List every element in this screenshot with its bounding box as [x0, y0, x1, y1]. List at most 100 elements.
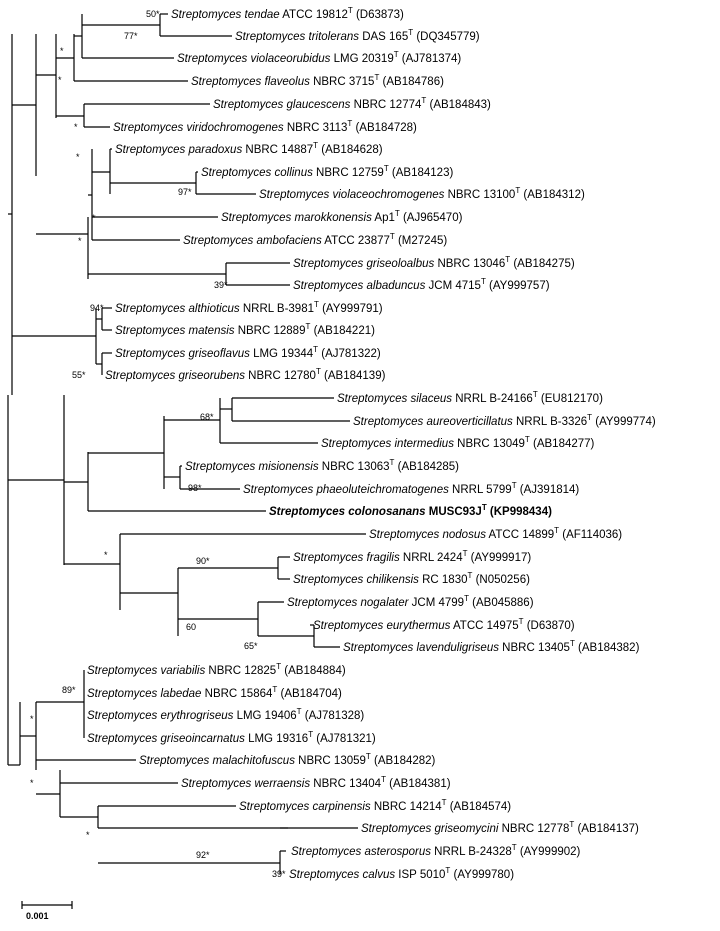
leaf-label: Streptomyces nogalater JCM 4799T (AB0458… — [287, 594, 534, 609]
bootstrap-label: 39* — [272, 869, 286, 879]
leaf-accession: (N050256) — [472, 574, 530, 586]
leaf-type-superscript: T — [390, 458, 395, 467]
leaf-strain: NBRC 12778 — [498, 823, 569, 835]
leaf-species: Streptomyces nodosus — [369, 529, 486, 541]
leaf-type-superscript: T — [512, 843, 517, 852]
leaf-species: Streptomyces labedae — [87, 688, 201, 700]
leaf-type-superscript: T — [276, 662, 281, 671]
leaf-species: Streptomyces tendae — [171, 9, 280, 21]
leaf-type-superscript: T — [468, 571, 473, 580]
leaf-accession: (DQ345779) — [413, 31, 480, 43]
leaf-accession: (AB184137) — [574, 823, 639, 835]
bootstrap-label: 39* — [214, 280, 228, 290]
leaf-accession: (AJ391814) — [517, 484, 580, 496]
leaf-type-superscript: T — [533, 390, 538, 399]
leaf-species: Streptomyces misionensis — [185, 461, 319, 473]
leaf-species: Streptomyces lavenduligriseus — [343, 642, 499, 654]
leaf-label: Streptomyces paradoxus NBRC 14887T (AB18… — [115, 141, 383, 156]
bootstrap-label: 94* — [90, 303, 104, 313]
leaf-accession: (AY999774) — [592, 416, 656, 428]
leaf-label: Streptomyces fragilis NRRL 2424T (AY9999… — [293, 549, 531, 564]
leaf-type-superscript: T — [308, 730, 313, 739]
leaf-label: Streptomyces griseoincarnatus LMG 19316T… — [87, 730, 376, 745]
leaf-accession: (AJ781328) — [302, 710, 365, 722]
leaf-type-superscript: T — [408, 28, 413, 37]
leaf-type-superscript: T — [305, 322, 310, 331]
leaf-type-superscript: T — [463, 549, 468, 558]
leaf-type-superscript: T — [395, 209, 400, 218]
leaf-species: Streptomyces malachitofuscus — [139, 755, 295, 767]
leaf-species: Streptomyces variabilis — [87, 665, 205, 677]
leaf-type-superscript: T — [525, 435, 530, 444]
leaf-strain: NBRC 3113 — [284, 122, 348, 134]
scale-bar-label: 0.001 — [26, 911, 49, 921]
leaf-species: Streptomyces ambofaciens — [183, 235, 322, 247]
bootstrap-label: 92* — [196, 850, 210, 860]
leaf-type-superscript: T — [390, 232, 395, 241]
leaf-type-superscript: T — [366, 752, 371, 761]
leaf-label: Streptomyces griseorubens NBRC 12780T (A… — [105, 367, 386, 382]
leaf-strain: ATCC 19812 — [280, 9, 348, 21]
leaf-accession: (AB184285) — [394, 461, 459, 473]
leaf-species: Streptomyces tritolerans — [235, 31, 359, 43]
leaf-accession: (AB184382) — [575, 642, 640, 654]
leaf-strain: NBRC 3715 — [310, 76, 375, 88]
leaf-strain: NBRC 13063 — [319, 461, 390, 473]
bootstrap-labels: 50*77*****97***39*94*55*68*98**90*6065*8… — [30, 9, 286, 879]
leaf-strain: JCM 4799 — [408, 597, 464, 609]
leaf-accession: (AJ781321) — [313, 733, 376, 745]
leaf-accession: (AY999791) — [319, 303, 383, 315]
leaf-species: Streptomyces griseoloalbus — [293, 258, 435, 270]
leaf-type-superscript: T — [587, 413, 592, 422]
bootstrap-label: * — [92, 213, 96, 223]
bootstrap-label: * — [74, 122, 78, 132]
tree-branches — [7, 13, 366, 874]
leaf-label: Streptomyces violaceorubidus LMG 20319T … — [177, 50, 461, 65]
leaf-label: Streptomyces ambofaciens ATCC 23877T (M2… — [183, 232, 447, 247]
leaf-strain: LMG 19316 — [245, 733, 308, 745]
bootstrap-label: 98* — [188, 483, 202, 493]
leaf-type-superscript: T — [313, 141, 318, 150]
leaf-strain: NBRC 14214 — [371, 801, 443, 813]
leaf-strain: NBRC 13404 — [310, 778, 382, 790]
leaf-species: Streptomyces intermedius — [321, 438, 454, 450]
leaf-label: Streptomyces flaveolus NBRC 3715T (AB184… — [191, 73, 444, 88]
bootstrap-label: 60 — [186, 622, 196, 632]
leaf-strain: JCM 4715 — [425, 280, 481, 292]
leaf-label: Streptomyces althioticus NRRL B-3981T (A… — [115, 300, 383, 315]
leaf-accession: (D63873) — [353, 9, 404, 21]
leaf-strain: LMG 19406 — [233, 710, 296, 722]
leaf-label: Streptomyces aureoverticillatus NRRL B-3… — [353, 413, 656, 428]
leaf-label: Streptomyces griseomycini NBRC 12778T (A… — [361, 820, 639, 835]
leaf-label: Streptomyces silaceus NRRL B-24166T (EU8… — [337, 390, 603, 405]
leaf-accession: (AJ965470) — [400, 212, 463, 224]
leaf-type-superscript: T — [381, 775, 386, 784]
bootstrap-label: 77* — [124, 31, 138, 41]
leaf-strain: RC 1830 — [419, 574, 468, 586]
leaf-type-superscript: T — [314, 300, 319, 309]
leaf-accession: (AB184843) — [426, 99, 491, 111]
leaf-label: Streptomyces albaduncus JCM 4715T (AY999… — [293, 277, 550, 292]
leaf-strain: NBRC 13100 — [444, 189, 515, 201]
leaf-type-superscript: T — [384, 164, 389, 173]
leaf-accession: (AB184884) — [281, 665, 346, 677]
leaf-strain: NBRC 14887 — [242, 144, 313, 156]
leaf-label: Streptomyces variabilis NBRC 12825T (AB1… — [87, 662, 346, 677]
leaf-species: Streptomyces althioticus — [115, 303, 240, 315]
leaf-accession: (AY999902) — [517, 846, 581, 858]
leaf-accession: (AB184139) — [321, 370, 386, 382]
leaf-species: Streptomyces werraensis — [181, 778, 310, 790]
leaf-species: Streptomyces collinus — [201, 167, 313, 179]
leaf-strain: NBRC 12889 — [235, 325, 306, 337]
leaf-species: Streptomyces viridochromogenes — [113, 122, 284, 134]
leaf-type-superscript: T — [313, 345, 318, 354]
leaf-label: Streptomyces phaeoluteichromatogenes NRR… — [243, 481, 579, 496]
leaf-label: Streptomyces viridochromogenes NBRC 3113… — [113, 119, 417, 134]
leaf-label: Streptomyces labedae NBRC 15864T (AB1847… — [87, 685, 342, 700]
leaf-strain: NBRC 12759 — [313, 167, 384, 179]
leaf-species: Streptomyces griseomycini — [361, 823, 499, 835]
leaf-species: Streptomyces chilikensis — [293, 574, 419, 586]
leaf-label: Streptomyces griseoflavus LMG 19344T (AJ… — [115, 345, 381, 360]
leaf-label: Streptomyces lavenduligriseus NBRC 13405… — [343, 639, 640, 654]
